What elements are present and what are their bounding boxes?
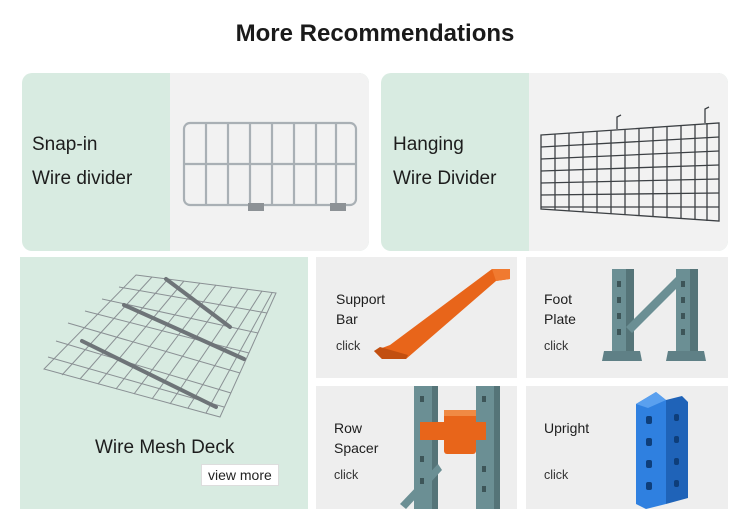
card-label-line1: Hanging: [393, 134, 464, 155]
card-label-line2: Spacer: [334, 440, 379, 456]
card-upright[interactable]: Upright click: [526, 386, 728, 509]
upright-image: [636, 392, 688, 509]
click-link[interactable]: click: [334, 468, 359, 482]
card-row-spacer[interactable]: Row Spacer click: [316, 386, 517, 509]
card-label: Snap-in Wire divider: [32, 128, 132, 196]
click-link[interactable]: click: [336, 339, 361, 353]
card-label: Foot Plate: [544, 289, 576, 329]
view-more-button[interactable]: view more: [201, 464, 279, 486]
card-label-line1: Row: [334, 420, 363, 436]
wire-mesh-deck-image: [43, 274, 277, 418]
card-label: Wire Mesh Deck: [95, 437, 235, 458]
card-snap-in-wire-divider[interactable]: Snap-in Wire divider: [22, 73, 369, 251]
card-label: Support Bar: [336, 289, 385, 329]
support-bar-image: [374, 269, 510, 359]
card-label: Hanging Wire Divider: [393, 128, 496, 196]
foot-plate-image: [602, 269, 706, 361]
card-label: Upright: [544, 420, 590, 436]
hanging-divider-image: [540, 106, 720, 222]
card-label-line1: Foot: [544, 291, 573, 307]
card-label-line1: Support: [336, 291, 386, 307]
card-hanging-wire-divider[interactable]: Hanging Wire Divider: [381, 73, 728, 251]
click-link[interactable]: click: [544, 339, 569, 353]
card-foot-plate[interactable]: Foot Plate click: [526, 257, 728, 378]
card-label-line2: Wire divider: [32, 168, 133, 189]
card-support-bar[interactable]: Support Bar click: [316, 257, 517, 378]
page-title: More Recommendations: [235, 20, 515, 47]
snap-in-divider-image: [182, 121, 358, 211]
row-spacer-image: [400, 386, 500, 509]
card-label-line2: Wire Divider: [393, 168, 497, 189]
product-image-panel: [529, 73, 728, 251]
click-link[interactable]: click: [544, 468, 569, 482]
card-wire-mesh-deck[interactable]: Wire Mesh Deck view more: [20, 257, 308, 509]
card-label-line2: Plate: [544, 311, 576, 327]
card-label: Row Spacer: [334, 418, 378, 458]
card-label-line1: Snap-in: [32, 134, 98, 155]
product-image-panel: [170, 73, 369, 251]
card-label-line2: Bar: [336, 311, 358, 327]
